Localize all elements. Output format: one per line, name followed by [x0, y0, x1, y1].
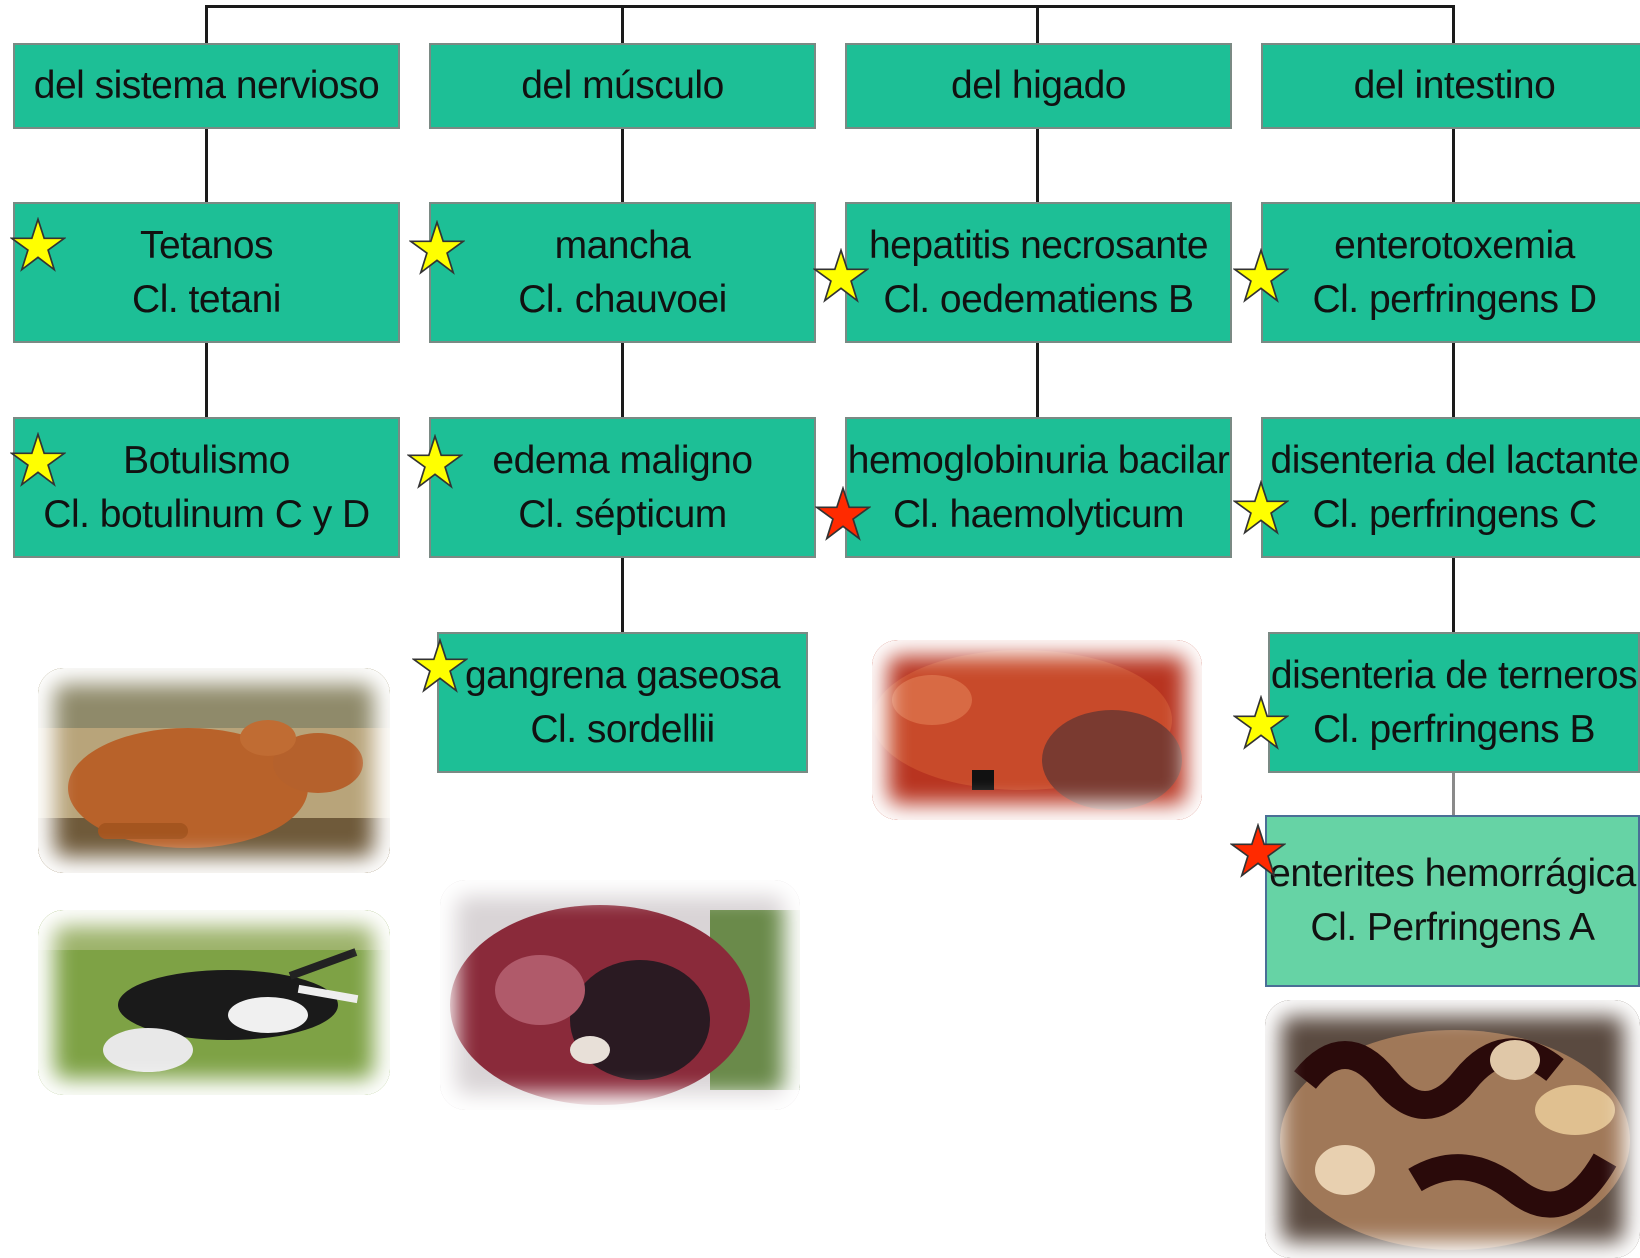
disease-enterotoxemia-box: enterotoxemia Cl. perfringens D — [1261, 202, 1640, 343]
category-musculo-label: del músculo — [521, 59, 724, 113]
disease-tetanos-box: Tetanos Cl. tetani — [13, 202, 400, 343]
disease-hepatitis-agent: Cl. oedematiens B — [883, 273, 1193, 327]
category-intestino-box: del intestino — [1261, 43, 1640, 129]
connector-intestino-4 — [1452, 772, 1455, 816]
disease-hemoglobinuria-name: hemoglobinuria bacilar — [848, 434, 1229, 488]
connector-nervioso-top — [205, 5, 208, 43]
star-yellow-icon — [1233, 248, 1289, 304]
star-yellow-icon — [407, 434, 463, 490]
connector-intestino-1 — [1452, 128, 1455, 202]
category-intestino-label: del intestino — [1354, 59, 1556, 113]
disease-botulismo-agent: Cl. botulinum C y D — [43, 488, 369, 542]
disease-enterites-name: enterites hemorrágica — [1269, 847, 1636, 901]
connector-intestino-3 — [1452, 557, 1455, 633]
disease-tetanos-agent: Cl. tetani — [132, 273, 281, 327]
disease-mancha-name: mancha — [555, 219, 691, 273]
disease-terneros-box: disenteria de terneros Cl. perfringens B — [1268, 632, 1640, 773]
connector-higado-2 — [1036, 342, 1039, 418]
star-yellow-icon — [10, 432, 66, 488]
category-higado-label: del higado — [951, 59, 1126, 113]
connector-musculo-1 — [621, 128, 624, 202]
star-red-icon — [1230, 823, 1286, 879]
connector-higado-top — [1036, 5, 1039, 43]
disease-gangrena-name: gangrena gaseosa — [465, 649, 780, 703]
disease-enterites-box: enterites hemorrágica Cl. Perfringens A — [1265, 815, 1640, 987]
disease-edema-agent: Cl. sépticum — [518, 488, 727, 542]
photo-liver-lesion — [872, 640, 1202, 820]
connector-intestino-2 — [1452, 342, 1455, 418]
disease-hemoglobinuria-box: hemoglobinuria bacilar Cl. haemolyticum — [845, 417, 1232, 558]
disease-hepatitis-name: hepatitis necrosante — [869, 219, 1208, 273]
star-yellow-icon — [10, 217, 66, 273]
connector-musculo-3 — [621, 557, 624, 633]
connector-nervioso-1 — [205, 128, 208, 202]
connector-nervioso-2 — [205, 342, 208, 418]
star-yellow-icon — [412, 638, 468, 694]
disease-enterites-agent: Cl. Perfringens A — [1310, 901, 1594, 955]
disease-terneros-name: disenteria de terneros — [1271, 649, 1637, 703]
star-red-icon — [815, 486, 871, 542]
disease-enterotoxemia-name: enterotoxemia — [1334, 219, 1575, 273]
category-nervioso-box: del sistema nervioso — [13, 43, 400, 129]
photo-gangrene-muscle — [440, 880, 800, 1110]
star-yellow-icon — [1233, 695, 1289, 751]
connector-intestino-top — [1452, 5, 1455, 43]
photo-cow-resting — [38, 668, 390, 873]
star-yellow-icon — [1233, 480, 1289, 536]
disease-botulismo-name: Botulismo — [123, 434, 290, 488]
connector-higado-1 — [1036, 128, 1039, 202]
disease-hepatitis-box: hepatitis necrosante Cl. oedematiens B — [845, 202, 1232, 343]
category-higado-box: del higado — [845, 43, 1232, 129]
photo-cow-lying — [38, 910, 390, 1095]
disease-lactante-box: disenteria del lactante Cl. perfringens … — [1261, 417, 1640, 558]
photo-hemorrhagic-intestine — [1265, 1000, 1640, 1258]
disease-edema-name: edema maligno — [492, 434, 752, 488]
category-musculo-box: del músculo — [429, 43, 816, 129]
category-nervioso-label: del sistema nervioso — [34, 59, 380, 113]
disease-botulismo-box: Botulismo Cl. botulinum C y D — [13, 417, 400, 558]
disease-edema-box: edema maligno Cl. sépticum — [429, 417, 816, 558]
top-connector-line — [205, 5, 1455, 8]
disease-tetanos-name: Tetanos — [140, 219, 273, 273]
disease-lactante-name: disenteria del lactante — [1271, 434, 1639, 488]
disease-enterotoxemia-agent: Cl. perfringens D — [1312, 273, 1596, 327]
disease-gangrena-box: gangrena gaseosa Cl. sordellii — [437, 632, 808, 773]
disease-hemoglobinuria-agent: Cl. haemolyticum — [893, 488, 1184, 542]
star-yellow-icon — [409, 220, 465, 276]
disease-mancha-agent: Cl. chauvoei — [518, 273, 727, 327]
disease-gangrena-agent: Cl. sordellii — [530, 703, 714, 757]
connector-musculo-top — [621, 5, 624, 43]
disease-terneros-agent: Cl. perfringens B — [1313, 703, 1595, 757]
connector-musculo-2 — [621, 342, 624, 418]
disease-lactante-agent: Cl. perfringens C — [1312, 488, 1596, 542]
disease-mancha-box: mancha Cl. chauvoei — [429, 202, 816, 343]
star-yellow-icon — [813, 248, 869, 304]
